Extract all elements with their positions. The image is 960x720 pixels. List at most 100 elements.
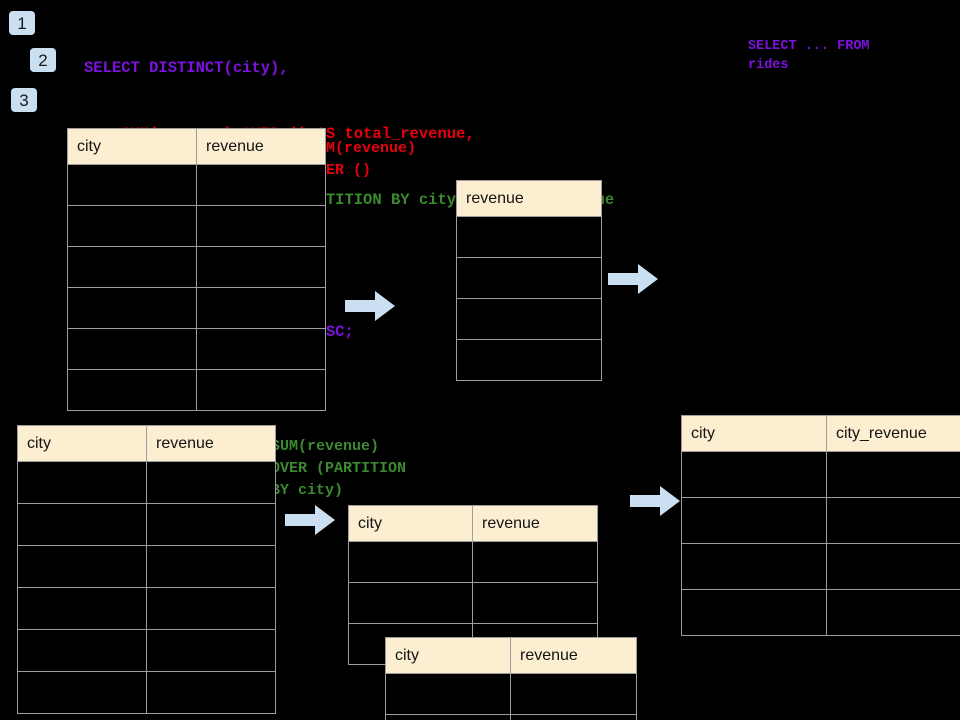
- table-cell: [196, 369, 326, 411]
- table-header-row: city revenue: [385, 637, 637, 674]
- table-cell: [196, 164, 326, 206]
- total-revenue-table: revenue: [456, 180, 602, 381]
- table-cell: [348, 541, 473, 583]
- table-cell: [67, 328, 197, 370]
- table-cell: [17, 629, 147, 672]
- table-cell: [826, 589, 960, 636]
- table-cell: [456, 339, 602, 381]
- table-row: [17, 629, 276, 672]
- table-cell: [456, 257, 602, 299]
- step-badge-1-label: 1: [17, 13, 27, 33]
- table-row: [17, 587, 276, 630]
- annotation-select-from-rides: SELECT ... FROM rides: [748, 39, 870, 73]
- table-cell: [472, 582, 598, 624]
- table-cell: [146, 587, 276, 630]
- table-cell: [385, 673, 511, 715]
- table-row: [348, 582, 598, 624]
- column-header-city-revenue: city_revenue: [826, 415, 960, 452]
- table-cell: [17, 587, 147, 630]
- table-cell: [681, 497, 827, 544]
- table-row: [385, 714, 637, 720]
- table-cell: [196, 328, 326, 370]
- table-cell: [385, 714, 511, 720]
- table-cell: [196, 287, 326, 329]
- table-cell: [472, 541, 598, 583]
- table-row: [348, 541, 598, 583]
- step-badge-1: 1: [9, 11, 35, 35]
- table-row: [681, 497, 960, 544]
- arrow-source-to-partition: [285, 505, 335, 535]
- table-cell: [17, 545, 147, 588]
- annotation-sum-over-partition: SUM(revenue) OVER (PARTITION BY city): [271, 438, 407, 499]
- result-table: city city_revenue: [681, 415, 960, 636]
- table-cell: [510, 714, 637, 720]
- column-header-city: city: [681, 415, 827, 452]
- table-row: [67, 205, 326, 247]
- table-cell: [826, 543, 960, 590]
- arrow-partition-to-result: [630, 486, 680, 516]
- table-cell: [146, 503, 276, 546]
- column-header-revenue: revenue: [510, 637, 637, 674]
- table-cell: [456, 298, 602, 340]
- table-cell: [67, 205, 197, 247]
- arrow-source-to-total: [345, 291, 395, 321]
- partition-table-front: city revenue: [385, 637, 637, 720]
- table-cell: [67, 287, 197, 329]
- step-badge-3: 3: [11, 88, 37, 112]
- table-cell: [196, 246, 326, 288]
- table-header-row: city revenue: [348, 505, 598, 542]
- table-cell: [681, 543, 827, 590]
- table-row: [681, 543, 960, 590]
- table-cell: [67, 164, 197, 206]
- table-cell: [17, 461, 147, 504]
- table-row: [456, 339, 602, 381]
- table-row: [681, 451, 960, 498]
- column-header-revenue: revenue: [146, 425, 276, 462]
- table-cell: [681, 589, 827, 636]
- step-badge-2: 2: [30, 48, 56, 72]
- table-row: [67, 246, 326, 288]
- table-row: [456, 298, 602, 340]
- table-cell: [826, 451, 960, 498]
- table-row: [456, 257, 602, 299]
- table-cell: [826, 497, 960, 544]
- table-cell: [196, 205, 326, 247]
- table-cell: [67, 369, 197, 411]
- column-header-revenue: revenue: [472, 505, 598, 542]
- table-cell: [67, 246, 197, 288]
- table-row: [17, 461, 276, 504]
- table-cell: [681, 451, 827, 498]
- table-cell: [17, 671, 147, 714]
- column-header-city: city: [385, 637, 511, 674]
- table-cell: [146, 671, 276, 714]
- arrow-total-to-result: [608, 264, 658, 294]
- table-cell: [348, 582, 473, 624]
- table-cell: [17, 503, 147, 546]
- column-header-city: city: [67, 128, 197, 165]
- column-header-revenue: revenue: [196, 128, 326, 165]
- table-cell: [146, 629, 276, 672]
- table-cell: [456, 216, 602, 258]
- column-header-city: city: [348, 505, 473, 542]
- step-badge-2-label: 2: [38, 50, 48, 70]
- table-row: [681, 589, 960, 636]
- table-row: [67, 287, 326, 329]
- sql-line-1: SELECT DISTINCT(city),: [84, 59, 289, 77]
- table-cell: [510, 673, 637, 715]
- table-row: [67, 164, 326, 206]
- table-header-row: city revenue: [67, 128, 326, 165]
- table-row: [17, 503, 276, 546]
- table-cell: [146, 545, 276, 588]
- source-table-top: city revenue: [67, 128, 326, 411]
- source-table-bottom: city revenue: [17, 425, 276, 714]
- table-header-row: city city_revenue: [681, 415, 960, 452]
- table-row: [67, 328, 326, 370]
- table-header-row: revenue: [456, 180, 602, 217]
- table-row: [17, 545, 276, 588]
- column-header-revenue: revenue: [456, 180, 602, 217]
- table-row: [385, 673, 637, 715]
- step-badge-3-label: 3: [19, 90, 29, 110]
- table-row: [456, 216, 602, 258]
- table-cell: [146, 461, 276, 504]
